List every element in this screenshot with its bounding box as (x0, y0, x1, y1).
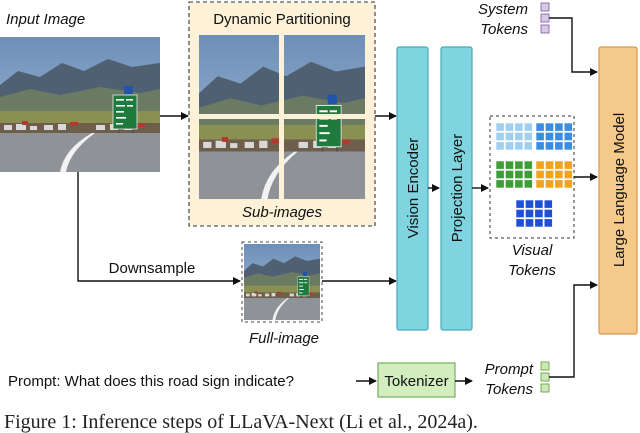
visual-token (495, 141, 505, 151)
visual-token (523, 179, 533, 189)
tokenizer-label: Tokenizer (384, 373, 448, 390)
arrow-downsample (77, 172, 241, 285)
visual-token (514, 179, 524, 189)
visual-token (495, 160, 505, 170)
visual-token (515, 199, 525, 209)
visual-token (563, 141, 573, 151)
visual-token (514, 122, 524, 132)
visual-token (523, 122, 533, 132)
visual-token (523, 160, 533, 170)
visual-token (563, 170, 573, 179)
visual-token (535, 160, 545, 170)
visual-token (535, 122, 545, 132)
visual-token (535, 179, 545, 189)
visual-token (523, 170, 533, 179)
visual-token (543, 218, 553, 228)
visual-token (515, 218, 525, 228)
visual-token (563, 132, 573, 141)
full-image (244, 244, 320, 320)
sub-images-label: Sub-images (242, 204, 323, 221)
sub-image-grid (199, 35, 365, 199)
visual-label: Visual (512, 242, 553, 259)
visual-token (554, 179, 564, 189)
visual-token (545, 122, 554, 132)
visual-token (543, 209, 553, 218)
llm-label: Large Language Model (611, 113, 628, 267)
system-token-stack (540, 2, 550, 34)
arrow-system-to-llm (549, 17, 598, 76)
visual-token (495, 170, 505, 179)
downsample-label: Downsample (109, 260, 196, 277)
input-image (0, 37, 160, 172)
visual-token (505, 132, 514, 141)
visual-token (545, 141, 554, 151)
visual-token (514, 141, 524, 151)
full-image-frame (241, 241, 323, 323)
visual-token (505, 170, 514, 179)
visual-token (554, 160, 564, 170)
visual-token (495, 179, 505, 189)
visual-token (545, 179, 554, 189)
visual-token (535, 170, 545, 179)
visual-token (563, 160, 573, 170)
visual-token (505, 179, 514, 189)
visual-token (535, 132, 545, 141)
llm-box (598, 46, 638, 335)
visual-tokens-label: Tokens (508, 262, 556, 279)
visual-token (554, 170, 564, 179)
visual-token (545, 132, 554, 141)
visual-token (495, 122, 505, 132)
visual-token (515, 209, 525, 218)
visual-token (525, 199, 534, 209)
visual-token (563, 179, 573, 189)
visual-token (505, 141, 514, 151)
full-image-label: Full-image (249, 330, 319, 347)
prompt-text: Prompt: What does this road sign indicat… (8, 373, 294, 390)
visual-token (534, 209, 544, 218)
visual-token (543, 199, 553, 209)
visual-token (525, 209, 534, 218)
system-tokens-label: Tokens (480, 21, 528, 38)
visual-token (535, 141, 545, 151)
input-image-label: Input Image (6, 11, 85, 28)
visual-token (545, 170, 554, 179)
arrow-prompt-to-llm (549, 281, 598, 378)
prompt-tokens-label: Tokens (485, 381, 533, 398)
visual-token (514, 160, 524, 170)
tokenizer-box (377, 362, 456, 398)
visual-token (505, 160, 514, 170)
visual-token (554, 122, 564, 132)
visual-token (514, 170, 524, 179)
visual-token (534, 218, 544, 228)
visual-token (554, 141, 564, 151)
prompt-label: Prompt (485, 361, 534, 378)
visual-token (545, 160, 554, 170)
visual-token (534, 199, 544, 209)
visual-token (523, 141, 533, 151)
visual-token (505, 122, 514, 132)
prompt-token-stack (540, 361, 550, 393)
system-label: System (478, 1, 528, 18)
visual-token (525, 218, 534, 228)
vision-encoder-label: Vision Encoder (405, 138, 422, 239)
visual-token (523, 132, 533, 141)
visual-token-groups (495, 122, 573, 228)
visual-token (563, 122, 573, 132)
dynamic-partitioning-label: Dynamic Partitioning (213, 11, 351, 28)
projection-layer-label: Projection Layer (449, 134, 466, 242)
visual-token (495, 132, 505, 141)
visual-token (514, 132, 524, 141)
figure-caption: Figure 1: Inference steps of LLaVA-Next … (4, 411, 478, 433)
visual-token (554, 132, 564, 141)
